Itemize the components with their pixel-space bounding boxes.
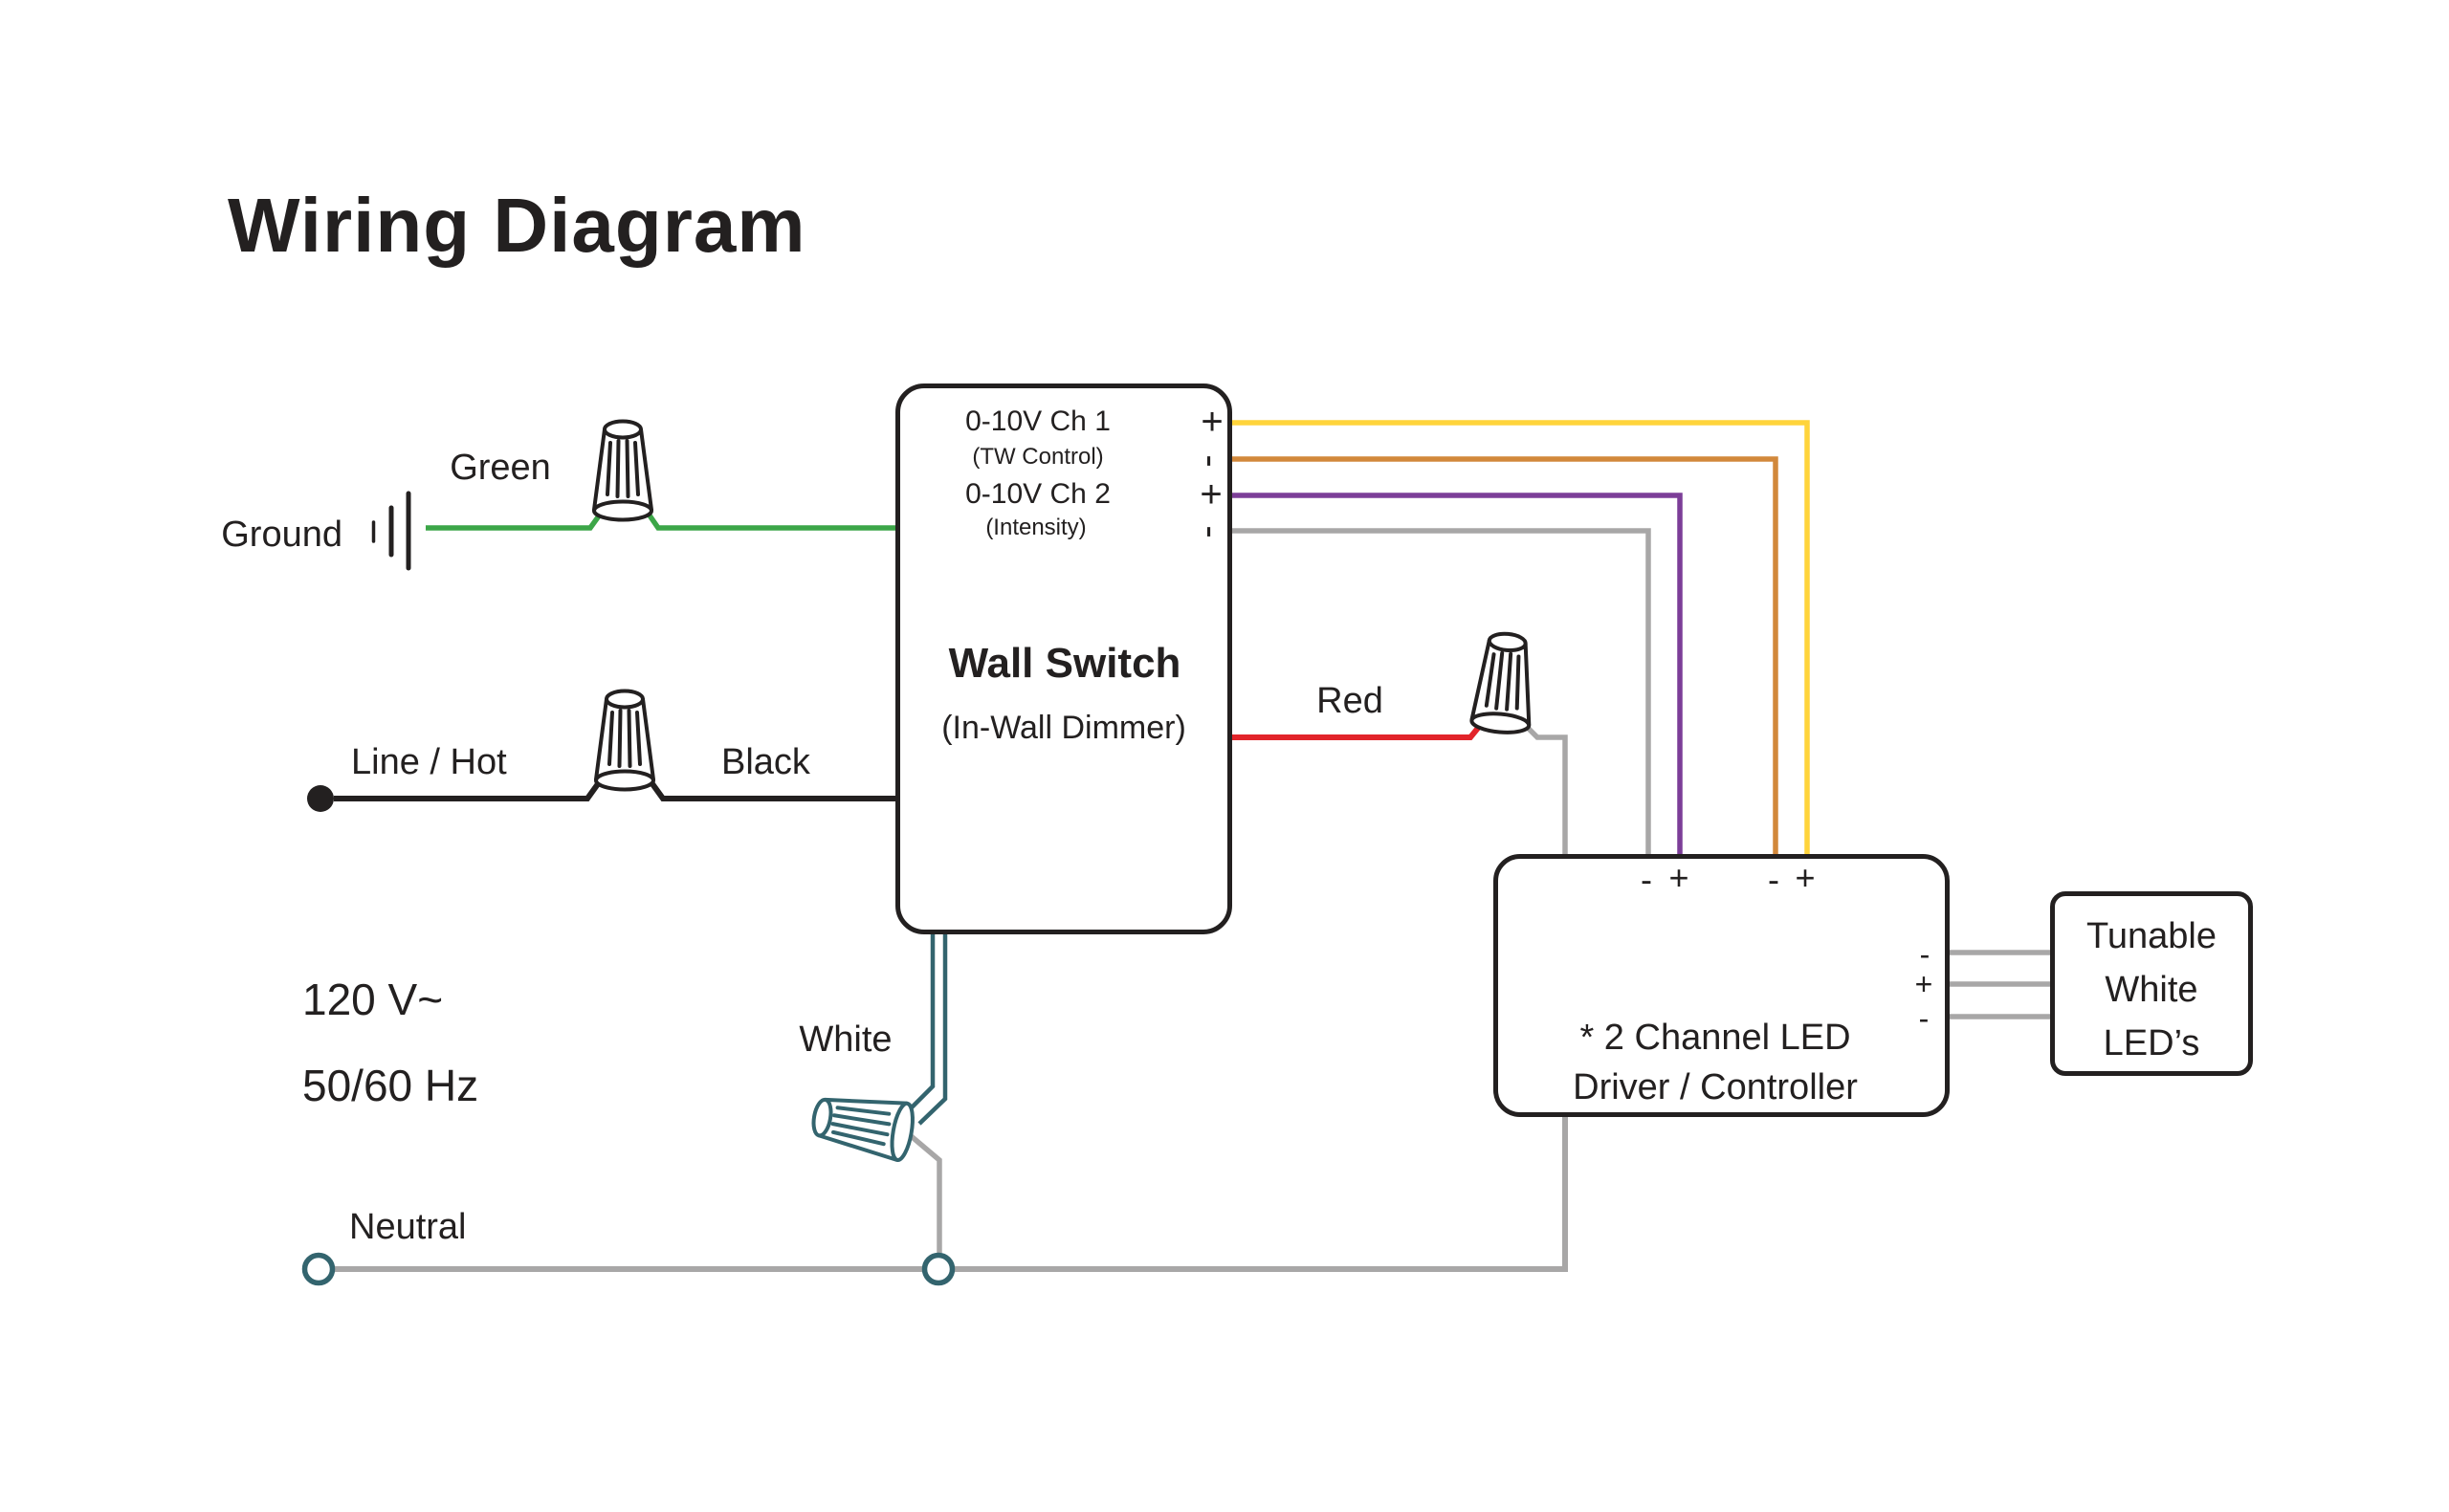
led-driver-box bbox=[1493, 854, 1950, 1117]
ws-ch1-label: 0-10V Ch 1 bbox=[965, 405, 1111, 437]
purple-ch2-plus-wire bbox=[1229, 493, 1683, 859]
page-title: Wiring Diagram bbox=[228, 183, 806, 268]
ws-ch2-label: 0-10V Ch 2 bbox=[965, 478, 1111, 510]
ws-ch1-plus-sign: + bbox=[1201, 401, 1224, 443]
wall-switch-box bbox=[895, 383, 1232, 934]
drv-in-ch1-minus-sign: - bbox=[1768, 860, 1779, 899]
red-wire-label: Red bbox=[1316, 681, 1383, 721]
neutral-junction-terminal bbox=[921, 1252, 956, 1286]
neutral-label: Neutral bbox=[349, 1207, 467, 1247]
neutral-bus-wire bbox=[333, 1114, 1568, 1272]
white-wire-label: White bbox=[799, 1019, 893, 1060]
ws-ch1-minus-sign: - bbox=[1190, 454, 1232, 468]
drv-in-ch2-minus-sign: - bbox=[1641, 860, 1652, 899]
driver-name-line1: * 2 Channel LED bbox=[1579, 1018, 1851, 1058]
wall-switch-subtitle: (In-Wall Dimmer) bbox=[941, 710, 1186, 746]
white-neutral-pair-wire bbox=[907, 934, 948, 1126]
black-wire-label: Black bbox=[721, 742, 810, 782]
tunable-led-box bbox=[2050, 891, 2253, 1076]
ws-ch2-minus-sign: - bbox=[1190, 525, 1232, 538]
led-box-line1: Tunable bbox=[2086, 916, 2217, 956]
drv-out-minus2-sign: - bbox=[1918, 1001, 1930, 1036]
green-ground-wire bbox=[426, 495, 900, 531]
green-wire-nut-icon bbox=[592, 419, 653, 522]
ws-ch1-sub-label: (TW Control) bbox=[972, 444, 1104, 470]
drv-out-plus-sign: + bbox=[1914, 967, 1933, 1001]
ws-ch2-plus-sign: + bbox=[1200, 473, 1223, 515]
led-box-line2: White bbox=[2105, 970, 2198, 1010]
wall-switch-name: Wall Switch bbox=[948, 640, 1181, 687]
green-wire-label: Green bbox=[450, 448, 551, 488]
black-wire-nut-icon bbox=[594, 689, 655, 792]
line-hot-terminal-dot bbox=[307, 785, 334, 812]
voltage-label-line1: 120 V~ bbox=[302, 975, 444, 1024]
drv-in-ch1-plus-sign: + bbox=[1795, 858, 1816, 897]
gray-neutral-drop-wire bbox=[907, 1131, 942, 1253]
drv-in-ch2-plus-sign: + bbox=[1668, 858, 1689, 897]
neutral-left-terminal bbox=[301, 1252, 336, 1286]
led-output-wires bbox=[1947, 950, 2053, 1019]
voltage-label-line2: 50/60 Hz bbox=[302, 1061, 479, 1110]
ws-ch2-sub-label: (Intensity) bbox=[985, 515, 1087, 540]
ground-symbol-icon bbox=[371, 491, 411, 571]
orange-ch1-minus-wire bbox=[1229, 456, 1778, 859]
yellow-ch1-plus-wire bbox=[1229, 420, 1810, 859]
white-wire-nut-icon bbox=[806, 1085, 918, 1164]
driver-name-line2: Driver / Controller bbox=[1573, 1067, 1858, 1107]
ground-label: Ground bbox=[221, 515, 342, 555]
led-box-line3: LED’s bbox=[2103, 1023, 2200, 1063]
red-wire-nut-icon bbox=[1468, 629, 1539, 737]
gray-ch2-minus-wire bbox=[1229, 528, 1651, 859]
line-hot-label: Line / Hot bbox=[351, 742, 507, 782]
drv-out-minus1-sign: - bbox=[1919, 937, 1931, 972]
gray-switched-feed-wire bbox=[1514, 714, 1568, 859]
